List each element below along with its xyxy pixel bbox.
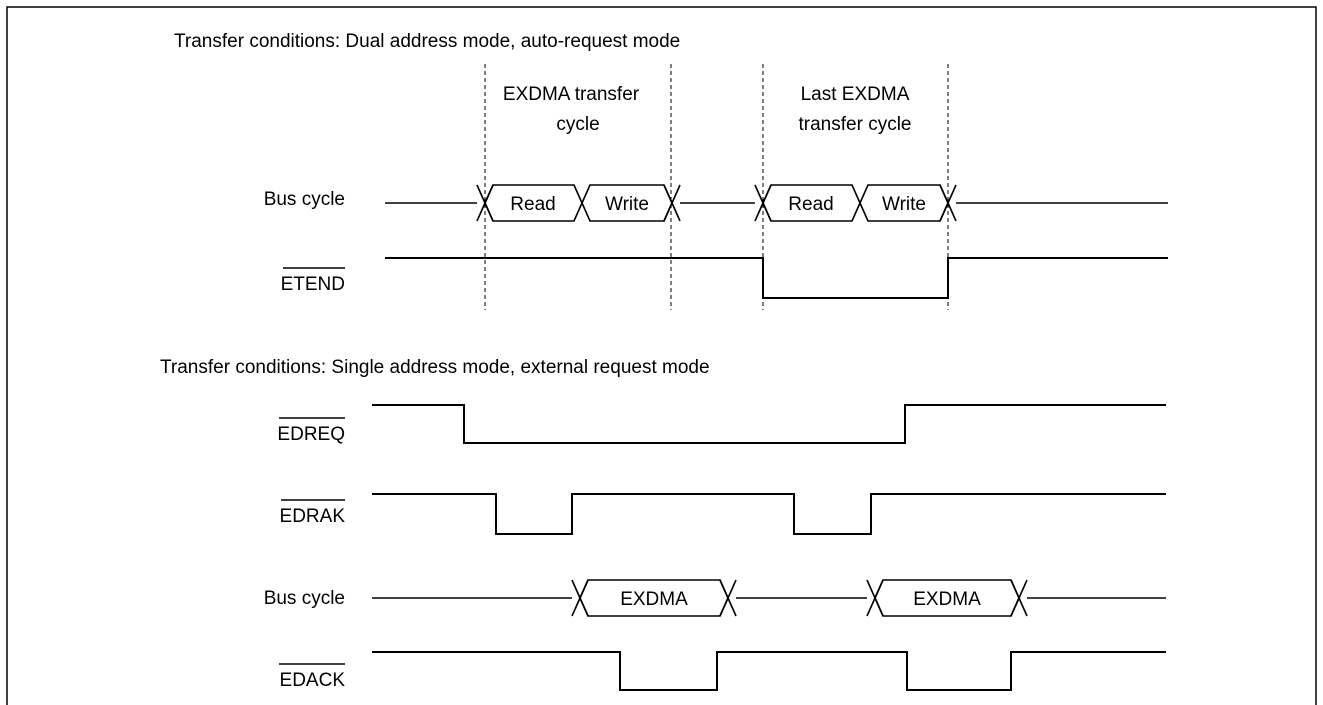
edrak-signal-label: EDRAK	[280, 499, 346, 527]
edack-waveform	[372, 651, 1166, 691]
etend-waveform	[385, 257, 1168, 299]
bus-cycle-label: Bus cycle	[264, 189, 345, 210]
annotation-line: EXDMA transfer	[503, 84, 640, 105]
bus-exdma-label: EXDMA	[620, 589, 688, 610]
svg-text:EDACK: EDACK	[280, 670, 346, 691]
bus-write-label: Write	[882, 194, 926, 215]
diagram-frame	[6, 6, 1317, 705]
svg-text:EDRAK: EDRAK	[280, 506, 346, 527]
section1-title: Transfer conditions: Dual address mode, …	[174, 31, 680, 52]
section2-title: Transfer conditions: Single address mode…	[160, 357, 710, 378]
annotation-line: transfer cycle	[799, 114, 912, 135]
edrak-waveform	[372, 493, 1166, 535]
bus-cycle-waveform-1	[385, 184, 1168, 222]
edack-signal-label: EDACK	[279, 663, 346, 691]
edreq-waveform	[372, 404, 1166, 444]
svg-text:EDREQ: EDREQ	[277, 424, 345, 445]
bus-read-label: Read	[788, 194, 833, 215]
bus-cycle-label: Bus cycle	[264, 588, 345, 609]
edreq-signal-label: EDREQ	[277, 417, 345, 445]
annotation-line: cycle	[556, 114, 599, 135]
annotation-exdma-transfer-cycle: EXDMA transfer cycle	[503, 84, 640, 135]
annotation-line: Last EXDMA	[801, 84, 910, 105]
bus-read-label: Read	[510, 194, 555, 215]
bus-cycle-waveform-2	[372, 579, 1166, 617]
bus-exdma-label: EXDMA	[913, 589, 981, 610]
etend-signal-label: ETEND	[281, 267, 345, 295]
annotation-last-exdma-transfer-cycle: Last EXDMA transfer cycle	[799, 84, 912, 135]
bus-write-label: Write	[605, 194, 649, 215]
svg-text:ETEND: ETEND	[281, 274, 345, 295]
